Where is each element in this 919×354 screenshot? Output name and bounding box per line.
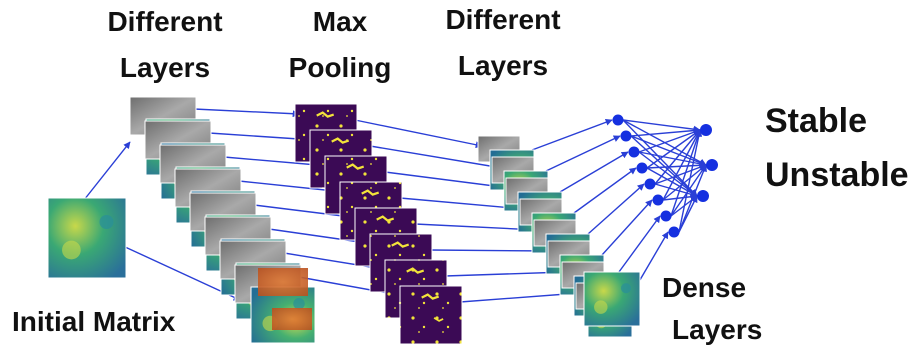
conv1-title: Different Layers	[100, 8, 230, 82]
pool-title-line1: Max	[312, 6, 368, 37]
dense-to-output-arrow	[646, 129, 701, 169]
map-streak	[433, 317, 444, 322]
map-streak	[361, 189, 380, 196]
dense-to-output-arrow	[678, 195, 698, 233]
pool-title-line2: Pooling	[288, 52, 392, 83]
conv2-final-map	[583, 271, 641, 327]
conv1-to-pool-arrow	[193, 108, 300, 118]
map-streak	[331, 137, 350, 144]
dense-to-output-arrow	[646, 161, 707, 169]
map-blob	[594, 300, 608, 314]
conv2-to-dense-arrow	[601, 199, 653, 256]
conv2-to-dense-arrow	[545, 135, 621, 172]
output-node	[697, 190, 709, 202]
dense-to-output-arrow	[670, 129, 702, 217]
dense-node	[620, 130, 632, 142]
conv2-to-dense-arrow	[531, 118, 613, 151]
dense-to-output-arrow	[630, 135, 698, 197]
map-blob	[620, 283, 632, 294]
dense-to-output-arrow	[662, 129, 701, 201]
map-streak	[346, 163, 365, 170]
arrow-connections	[83, 108, 707, 303]
pool-to-conv2-arrow	[369, 145, 497, 170]
map-blob	[62, 240, 81, 260]
conv2-to-dense-arrow	[587, 183, 645, 235]
conv2-to-dense-arrow	[615, 215, 661, 277]
dense-node	[660, 210, 672, 222]
dense-to-output-arrow	[678, 129, 703, 233]
conv2-title-line1: Different	[445, 4, 561, 35]
dense-title-line2: Layers	[672, 314, 763, 345]
pool-to-conv2-arrow	[384, 171, 511, 191]
pool-title: Max Pooling	[270, 8, 410, 82]
conv2-title: Different Layers	[438, 6, 568, 80]
conv2-title-line2: Layers	[457, 50, 549, 81]
dense-to-output-arrow	[670, 164, 707, 217]
dense-to-output-arrow	[662, 164, 707, 201]
conv2-to-dense-arrow	[573, 167, 637, 214]
pool-map	[399, 285, 463, 345]
map-streak	[376, 215, 395, 222]
output-unstable-label: Unstable	[765, 156, 909, 194]
conv1-title-line1: Different	[107, 6, 223, 37]
map-blob	[293, 298, 305, 310]
pool-to-conv2-arrow	[354, 119, 483, 149]
dense-node	[628, 146, 640, 158]
dense-nodes	[612, 114, 718, 238]
conv1-title-line2: Layers	[119, 52, 211, 83]
dense-to-output-arrow	[630, 127, 701, 137]
output-node	[700, 124, 712, 136]
map-fill	[583, 271, 641, 327]
input-to-conv1-arrow	[83, 141, 131, 201]
output-stable-label: Stable	[765, 102, 868, 140]
conv2-to-dense-arrow	[559, 151, 629, 193]
map-blob	[99, 214, 114, 230]
map-fill	[47, 197, 127, 279]
dense-to-output-arrow	[622, 119, 701, 133]
dense-title: Dense Layers	[662, 274, 762, 344]
dense-to-output-arrow	[654, 163, 707, 185]
map-streak	[421, 293, 440, 300]
map-streak	[391, 241, 410, 248]
dense-to-output-arrow	[654, 129, 701, 185]
output-node	[706, 159, 718, 171]
conv1-orange-patch	[272, 308, 312, 330]
map-streak	[406, 267, 425, 274]
dense-node	[668, 226, 680, 238]
input-label: Initial Matrix	[12, 306, 176, 337]
map-streak	[316, 111, 335, 118]
dense-node	[612, 114, 624, 126]
pool-to-conv2-arrow	[399, 197, 525, 212]
dense-to-output-arrow	[638, 128, 701, 153]
feature-maps	[47, 96, 641, 345]
dense-title-line1: Dense	[662, 272, 747, 303]
dense-node	[644, 178, 656, 190]
dense-node	[652, 194, 664, 206]
input-matrix	[47, 197, 127, 279]
map-fill	[399, 285, 463, 345]
dense-node	[636, 162, 648, 174]
conv1-orange-patch	[258, 268, 308, 296]
dense-to-output-arrow	[638, 151, 707, 168]
